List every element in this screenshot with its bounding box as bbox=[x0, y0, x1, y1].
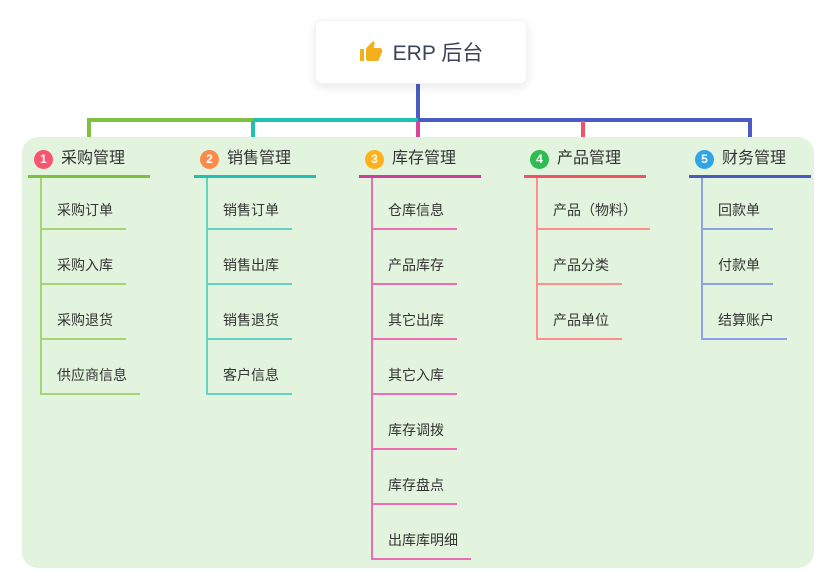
branch-connector-line bbox=[701, 178, 703, 340]
node-settlement-account[interactable]: 结算账户 bbox=[701, 310, 787, 340]
branch-title-finance[interactable]: 5 财务管理 bbox=[689, 147, 811, 178]
branch-connector-line bbox=[371, 178, 373, 560]
branch-connector-line bbox=[206, 178, 208, 395]
connector-bus-green bbox=[87, 118, 255, 122]
node-sales-outbound[interactable]: 销售出库 bbox=[206, 255, 292, 285]
thumbs-up-icon bbox=[359, 40, 383, 64]
root-node-erp-backend[interactable]: ERP 后台 bbox=[315, 20, 527, 84]
branch-product: 4 产品管理 产品（物料） 产品分类 产品单位 bbox=[524, 137, 689, 568]
branch-purchase: 1 采购管理 采购订单 采购入库 采购退货 供应商信息 bbox=[28, 137, 193, 568]
branch-title-label: 产品管理 bbox=[557, 150, 622, 167]
root-node-label: ERP 后台 bbox=[392, 42, 484, 65]
branch-title-purchase[interactable]: 1 采购管理 bbox=[28, 147, 150, 178]
branch-sales: 2 销售管理 销售订单 销售出库 销售退货 客户信息 bbox=[194, 137, 359, 568]
connector-drop-product bbox=[581, 121, 585, 146]
connector-bus-teal bbox=[253, 118, 420, 122]
badge-4-icon: 4 bbox=[530, 149, 549, 169]
node-product-material[interactable]: 产品（物料） bbox=[536, 200, 650, 230]
badge-1-icon: 1 bbox=[34, 149, 53, 169]
connector-drop-sales bbox=[251, 121, 255, 146]
node-product-stock[interactable]: 产品库存 bbox=[371, 255, 457, 285]
node-receipt-bill[interactable]: 回款单 bbox=[701, 200, 773, 230]
branch-connector-line bbox=[536, 178, 538, 340]
connector-drop-finance bbox=[748, 121, 752, 146]
branch-title-label: 销售管理 bbox=[227, 150, 292, 167]
badge-2-icon: 2 bbox=[200, 149, 219, 169]
mindmap-panel bbox=[22, 137, 814, 568]
node-purchase-order[interactable]: 采购订单 bbox=[40, 200, 126, 230]
connector-bus-blue bbox=[418, 118, 752, 122]
node-stock-count[interactable]: 库存盘点 bbox=[371, 475, 457, 505]
node-purchase-inbound[interactable]: 采购入库 bbox=[40, 255, 126, 285]
node-sales-order[interactable]: 销售订单 bbox=[206, 200, 292, 230]
node-other-inbound[interactable]: 其它入库 bbox=[371, 365, 457, 395]
branch-connector-line bbox=[40, 178, 42, 395]
node-warehouse-info[interactable]: 仓库信息 bbox=[371, 200, 457, 230]
node-stock-transfer[interactable]: 库存调拨 bbox=[371, 420, 457, 450]
branch-title-label: 采购管理 bbox=[61, 150, 126, 167]
node-product-category[interactable]: 产品分类 bbox=[536, 255, 622, 285]
branch-inventory: 3 库存管理 仓库信息 产品库存 其它出库 其它入库 库存调拨 库存盘点 出库库… bbox=[359, 137, 524, 568]
node-sales-return[interactable]: 销售退货 bbox=[206, 310, 292, 340]
branch-title-sales[interactable]: 2 销售管理 bbox=[194, 147, 316, 178]
branch-title-product[interactable]: 4 产品管理 bbox=[524, 147, 646, 178]
node-payment-bill[interactable]: 付款单 bbox=[701, 255, 773, 285]
branch-title-label: 财务管理 bbox=[722, 150, 787, 167]
node-product-unit[interactable]: 产品单位 bbox=[536, 310, 622, 340]
connector-root-drop bbox=[416, 83, 420, 122]
connector-drop-inventory bbox=[416, 121, 420, 146]
badge-3-icon: 3 bbox=[365, 149, 384, 169]
badge-5-icon: 5 bbox=[695, 149, 714, 169]
node-purchase-return[interactable]: 采购退货 bbox=[40, 310, 126, 340]
node-other-outbound[interactable]: 其它出库 bbox=[371, 310, 457, 340]
branch-title-inventory[interactable]: 3 库存管理 bbox=[359, 147, 481, 178]
branch-title-label: 库存管理 bbox=[392, 150, 457, 167]
connector-drop-purchase bbox=[87, 121, 91, 146]
node-supplier-info[interactable]: 供应商信息 bbox=[40, 365, 140, 395]
branch-finance: 5 财务管理 回款单 付款单 结算账户 bbox=[689, 137, 839, 568]
node-customer-info[interactable]: 客户信息 bbox=[206, 365, 292, 395]
node-outbound-detail[interactable]: 出库库明细 bbox=[371, 530, 471, 560]
